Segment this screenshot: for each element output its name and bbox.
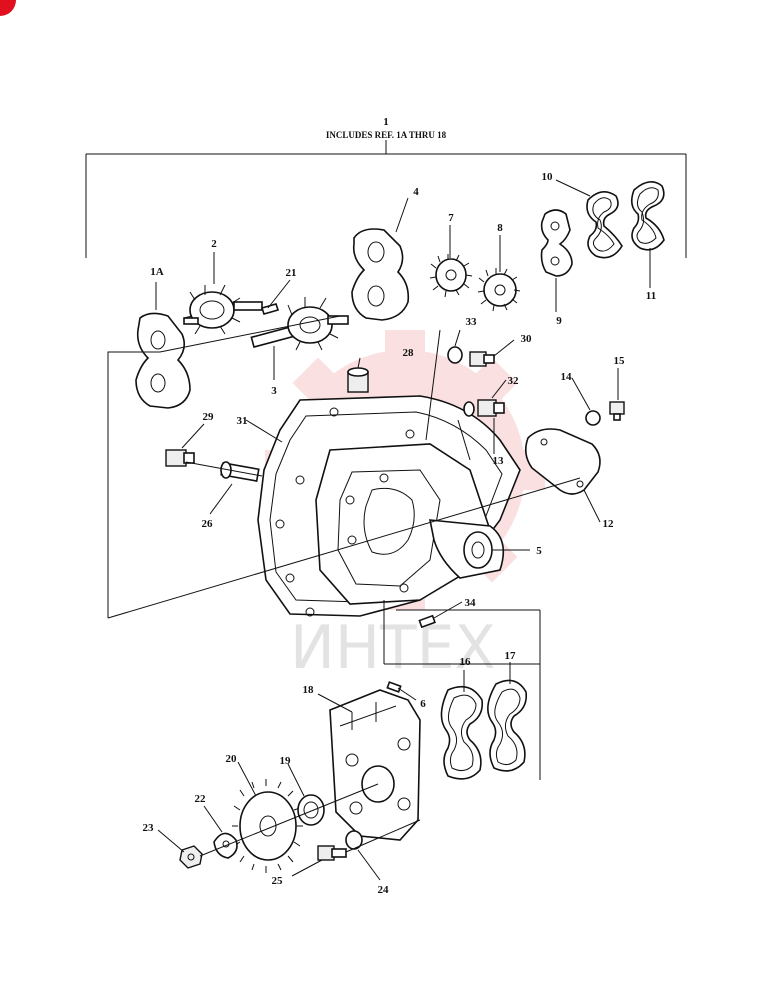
part-25-screw	[317, 845, 347, 861]
callout-21: 21	[286, 267, 297, 279]
part-15-screw	[609, 401, 625, 421]
callout-22: 22	[195, 793, 207, 805]
part-30-fitting	[469, 351, 495, 367]
part-7-gear	[429, 254, 473, 298]
part-5-pump-housing	[315, 443, 505, 605]
callout-24: 24	[378, 884, 390, 896]
callout-28: 28	[403, 347, 415, 359]
part-23-nut	[179, 845, 203, 869]
part-6-pin	[386, 681, 402, 693]
callout-17: 17	[505, 650, 517, 662]
callout-14: 14	[561, 371, 573, 383]
callout-11: 11	[646, 290, 656, 302]
header-text: INCLUDES REF. 1A THRU 18	[326, 130, 447, 140]
watermark-text: ИНТЕХ	[290, 613, 496, 683]
callout-2: 2	[211, 238, 217, 250]
callout-7: 7	[448, 212, 454, 224]
callout-1a: 1A	[150, 266, 164, 278]
header-number: 1	[383, 116, 389, 128]
part-32-oring	[463, 401, 475, 417]
callout-16: 16	[460, 656, 472, 668]
callout-9: 9	[556, 315, 562, 327]
part-9-plate	[540, 209, 573, 277]
part-16-gasket	[440, 685, 484, 780]
corner-logo	[0, 0, 16, 16]
callout-6: 6	[420, 698, 426, 710]
part-2-gear	[183, 284, 263, 335]
part-17-gasket	[487, 679, 528, 772]
part-29-plug	[165, 449, 195, 467]
part-12-cover-plate	[524, 428, 601, 495]
callout-19: 19	[280, 755, 292, 767]
part-19-bearing	[297, 794, 325, 826]
part-1a-plate	[135, 312, 191, 409]
callout-32: 32	[508, 375, 520, 387]
part-14-washer	[585, 410, 601, 426]
part-11-seal	[630, 181, 665, 251]
callout-labels: 1A 2 21 3 4 7 8 9 10 11 33 30 28 32 14 1…	[143, 171, 657, 896]
callout-30: 30	[521, 333, 533, 345]
part-21-key	[260, 303, 280, 315]
part-33-oring	[447, 346, 463, 364]
leader-lines	[107, 179, 651, 881]
callout-13: 13	[493, 455, 505, 467]
part-10-seal	[586, 191, 623, 259]
callout-29: 29	[203, 411, 215, 423]
callout-25: 25	[272, 875, 284, 887]
callout-34: 34	[465, 597, 477, 609]
part-18-cover	[329, 689, 421, 841]
callout-26: 26	[202, 518, 214, 530]
callout-12: 12	[603, 518, 615, 530]
part-4-plate	[351, 228, 410, 321]
callout-18: 18	[303, 684, 315, 696]
callout-15: 15	[614, 355, 626, 367]
part-3-shaft-gear	[250, 297, 349, 351]
assembly-bracket	[85, 140, 687, 258]
callout-23: 23	[143, 822, 155, 834]
part-13-fitting	[477, 399, 505, 417]
part-8-gear	[477, 268, 521, 312]
part-20-gear	[232, 779, 303, 873]
callout-31: 31	[237, 415, 248, 427]
callout-10: 10	[542, 171, 554, 183]
callout-8: 8	[497, 222, 503, 234]
callout-20: 20	[226, 753, 238, 765]
part-34-pin	[418, 614, 436, 629]
callout-4: 4	[413, 186, 419, 198]
callout-33: 33	[466, 316, 478, 328]
callout-3: 3	[271, 385, 277, 397]
callout-5: 5	[536, 545, 542, 557]
part-28-plug	[347, 367, 369, 393]
